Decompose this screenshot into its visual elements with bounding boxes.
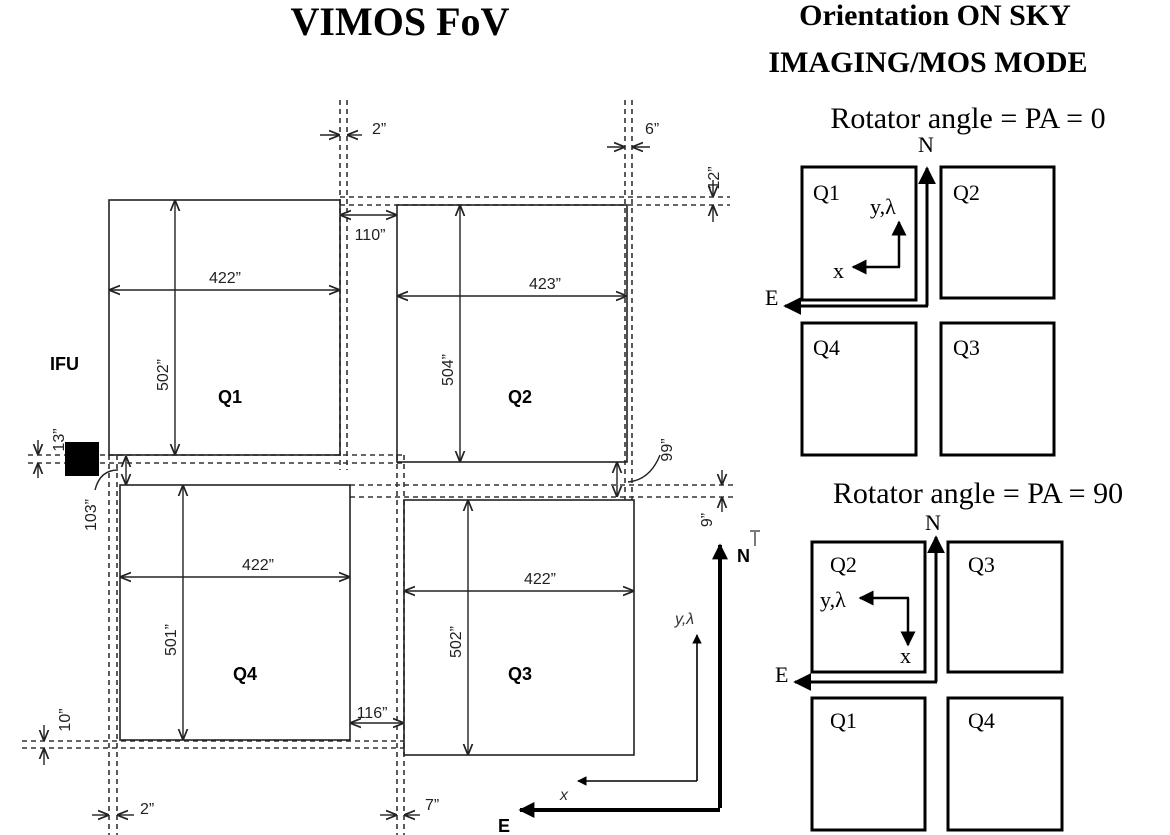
- gap-right-label: 99”: [659, 438, 676, 461]
- q3-label: Q3: [508, 664, 532, 684]
- quadrant-q2: [396, 204, 628, 463]
- east-label: E: [498, 816, 510, 835]
- quadrant-q3: [403, 499, 635, 756]
- strip-6-label: 6”: [645, 121, 659, 138]
- pa90-x-label: x: [900, 643, 911, 668]
- leader-99: [627, 454, 661, 483]
- pa90-box-4: [946, 696, 1064, 832]
- leader-103: [94, 469, 119, 491]
- pa0-label: Rotator angle = PA = 0: [830, 102, 1105, 135]
- pa90-box-1: [810, 540, 927, 674]
- north-label: N: [737, 546, 750, 566]
- pa90-box-3: [810, 696, 927, 832]
- strip-2-top-label: 2”: [372, 121, 386, 138]
- q4-width-label: 422”: [242, 557, 274, 574]
- strip-9-label: 9”: [699, 513, 716, 527]
- compass: N E x y,λ: [498, 530, 760, 835]
- q2-label: Q2: [508, 387, 532, 407]
- pa0-box-4: [939, 321, 1056, 457]
- q4-height-label: 501”: [163, 624, 180, 656]
- panel-pa0: Rotator angle = PA = 0 Q1 Q2 Q4 Q3 N E x…: [765, 102, 1106, 457]
- q4-label: Q4: [233, 664, 257, 684]
- ifu-label: IFU: [50, 354, 79, 374]
- pa90-label: Rotator angle = PA = 90: [833, 477, 1123, 510]
- pa90-box-3-label: Q1: [830, 708, 857, 733]
- pa0-box-3: [800, 321, 918, 457]
- q3-height-label: 502”: [448, 626, 465, 658]
- q2-width-label: 423”: [529, 276, 561, 293]
- q1-label: Q1: [218, 387, 242, 407]
- strip-7-label: 7”: [425, 797, 439, 814]
- pa90-east-label: E: [775, 662, 788, 687]
- quadrant-q1: [108, 199, 341, 456]
- pa0-box-1: [800, 165, 918, 302]
- gap-bottom-label: 116”: [357, 705, 388, 722]
- gap-lines: [22, 100, 735, 835]
- pa90-box-4-label: Q4: [968, 708, 995, 733]
- q2-height-label: 504”: [440, 354, 457, 386]
- x-label: x: [559, 787, 569, 804]
- strip-12-label: 12”: [706, 166, 723, 189]
- pa90-y-lambda-label: y,λ: [820, 587, 846, 612]
- pa0-box-4-label: Q3: [953, 335, 980, 360]
- pa90-box-2: [946, 540, 1064, 674]
- gap-left-label: 103”: [83, 499, 100, 531]
- pa0-north-label: N: [918, 132, 934, 157]
- strip-2-bottom-label: 2”: [140, 801, 154, 818]
- orientation-title: Orientation ON SKY: [799, 0, 1071, 32]
- pa0-box-1-label: Q1: [813, 180, 840, 205]
- mode-title: IMAGING/MOS MODE: [768, 46, 1087, 79]
- pa0-box-3-label: Q4: [813, 335, 840, 360]
- panel-pa90: Rotator angle = PA = 90 Q2 Q3 Q1 Q4 N E …: [775, 477, 1123, 832]
- gap-top-label: 110”: [355, 227, 386, 244]
- pa0-y-lambda-label: y,λ: [870, 194, 896, 219]
- ifu-block: [65, 442, 99, 476]
- q1-height-label: 502”: [155, 359, 172, 391]
- strip-10-label: 10”: [57, 708, 74, 731]
- y-lambda-label: y,λ: [674, 611, 694, 628]
- title: VIMOS FoV: [291, 0, 510, 44]
- q3-width-label: 422”: [524, 571, 556, 588]
- pa90-box-2-label: Q3: [968, 552, 995, 577]
- pa0-x-label: x: [833, 258, 844, 283]
- pa90-box-1-label: Q2: [830, 552, 857, 577]
- pa0-box-2-label: Q2: [953, 180, 980, 205]
- q1-width-label: 422”: [209, 270, 241, 287]
- quadrant-q4: [119, 484, 351, 741]
- strip-13-label: 13”: [51, 428, 68, 451]
- pa90-north-label: N: [925, 510, 941, 535]
- pa0-east-label: E: [765, 285, 778, 310]
- pa0-box-2: [939, 165, 1056, 300]
